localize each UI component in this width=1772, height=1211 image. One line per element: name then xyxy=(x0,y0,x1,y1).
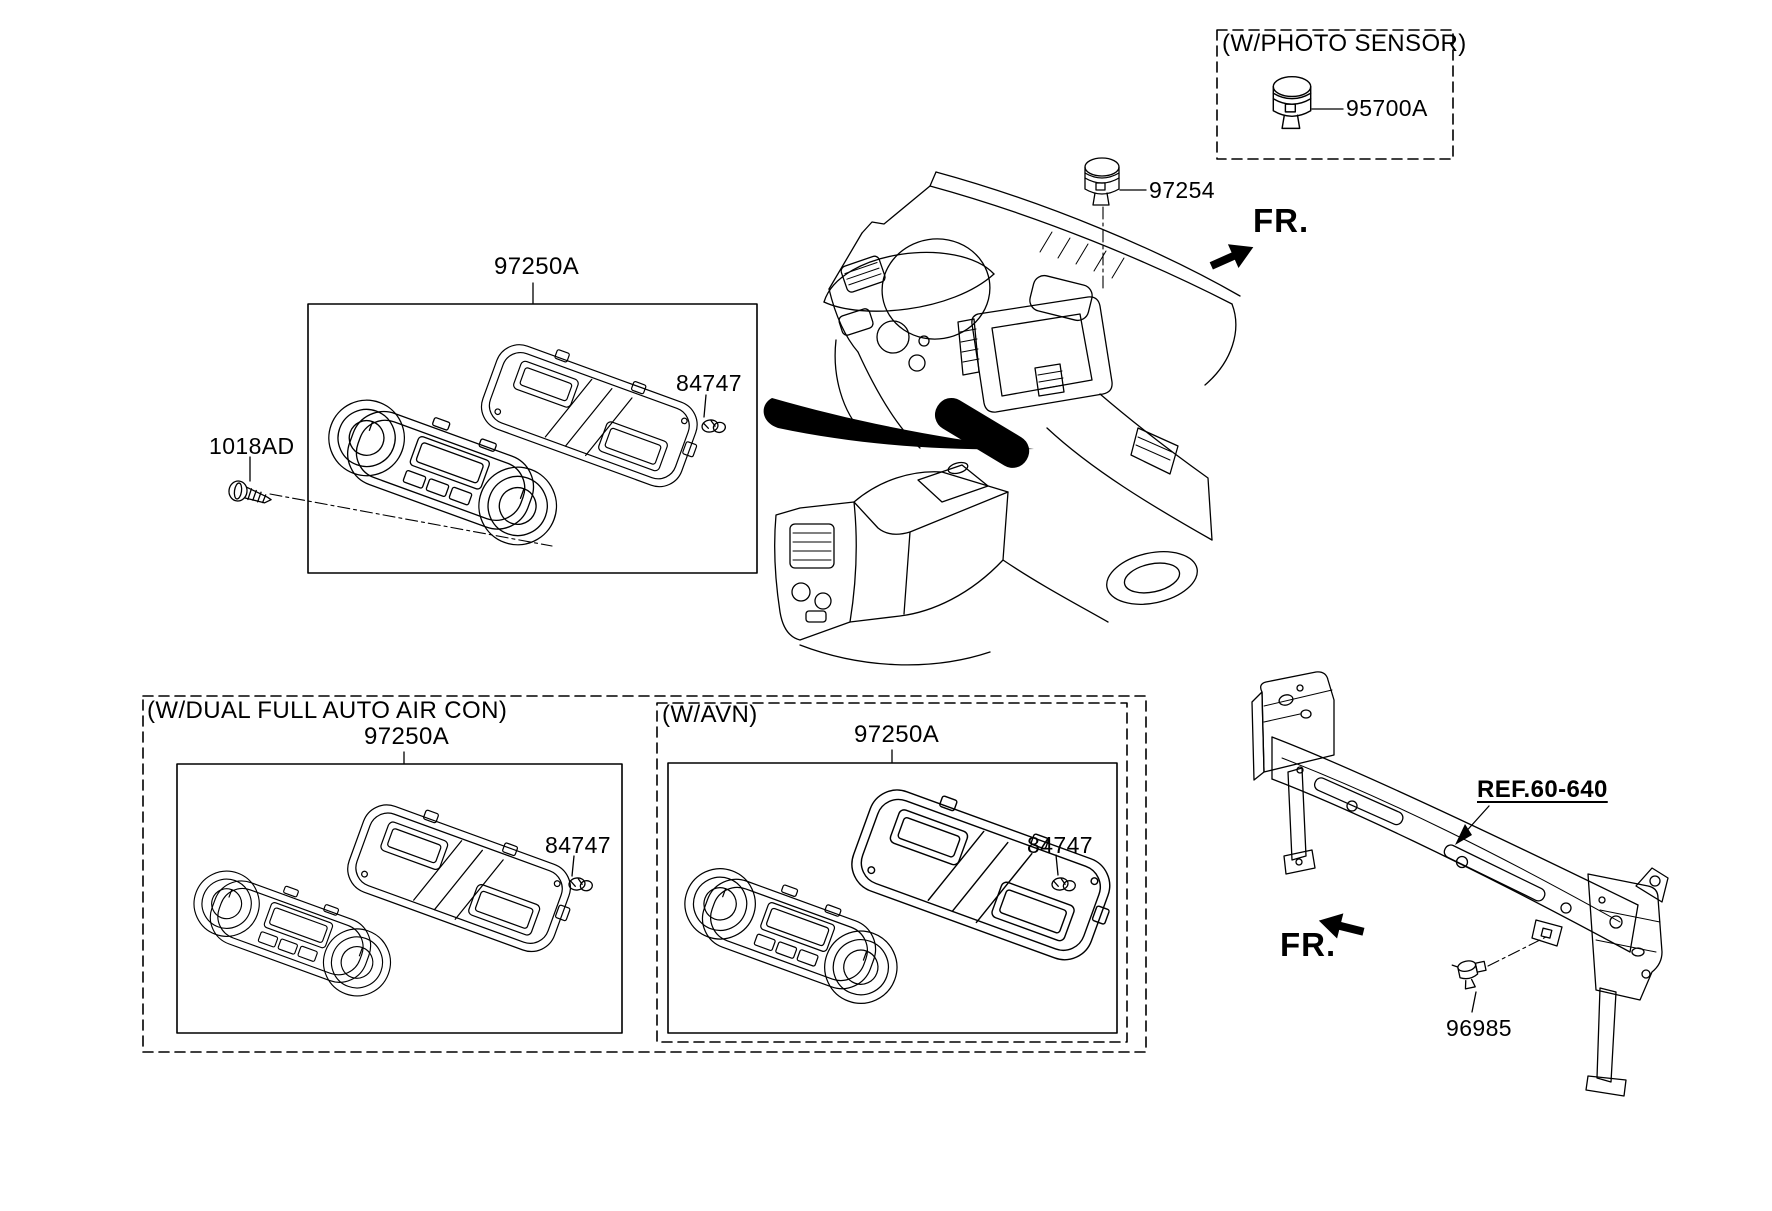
heater-control-front-unit-main xyxy=(313,384,574,557)
part-number-96985[interactable]: 96985 xyxy=(1446,1015,1512,1041)
heater-control-rear-unit-main xyxy=(474,330,713,496)
part-number-84747-dual[interactable]: 84747 xyxy=(545,832,611,858)
heater-control-main-box-outline xyxy=(307,282,758,574)
photo-sensor-box-title: (W/PHOTO SENSOR) xyxy=(1222,30,1467,57)
heater-control-front-unit-dual xyxy=(180,857,406,1006)
avn-box-outline xyxy=(656,702,1128,1043)
heater-control-location-highlight xyxy=(934,397,1030,468)
crossmember-illustration xyxy=(1251,671,1669,1097)
ref-leader-arrow xyxy=(1455,805,1490,845)
screw-icon-1018AD xyxy=(227,456,553,547)
part-number-97254[interactable]: 97254 xyxy=(1149,177,1215,203)
photo-sensor-icon xyxy=(1272,75,1312,130)
clip-icon-dual xyxy=(567,855,594,894)
clip-icon-main xyxy=(700,394,727,436)
part-number-84747-main[interactable]: 84747 xyxy=(676,370,742,396)
part-number-97250A-dual[interactable]: 97250A xyxy=(364,723,450,750)
heater-control-front-unit-avn xyxy=(670,853,913,1015)
sunload-sensor-icon xyxy=(1084,157,1120,206)
clip-icon-avn xyxy=(1050,854,1077,894)
part-number-97250A-main[interactable]: 97250A xyxy=(494,253,580,280)
heater-control-rear-unit-dual xyxy=(340,790,586,961)
part-number-95700A[interactable]: 95700A xyxy=(1346,95,1428,121)
dual-auto-box-outline xyxy=(142,695,1147,1053)
front-marker-bottom: FR. xyxy=(1280,926,1337,963)
part-number-97250A-avn[interactable]: 97250A xyxy=(854,721,940,748)
sunload-sensor-leader-line xyxy=(1102,189,1147,289)
dual-auto-box-title: (W/DUAL FULL AUTO AIR CON) xyxy=(147,697,508,724)
stop-switch-icon-96985 xyxy=(1451,935,1549,1013)
heater-control-rear-unit-avn xyxy=(843,773,1128,971)
part-number-84747-avn[interactable]: 84747 xyxy=(1027,832,1093,858)
reference-link-60-640[interactable]: REF.60-640 xyxy=(1477,776,1608,803)
dashboard-illustration xyxy=(774,171,1241,666)
avn-box-title: (W/AVN) xyxy=(662,701,758,728)
part-number-1018AD[interactable]: 1018AD xyxy=(209,433,295,459)
photo-sensor-box-outline xyxy=(1216,29,1454,160)
pointer-swoosh xyxy=(763,398,1034,450)
front-marker-top: FR. xyxy=(1253,202,1310,239)
front-direction-arrow-top xyxy=(1206,235,1259,278)
